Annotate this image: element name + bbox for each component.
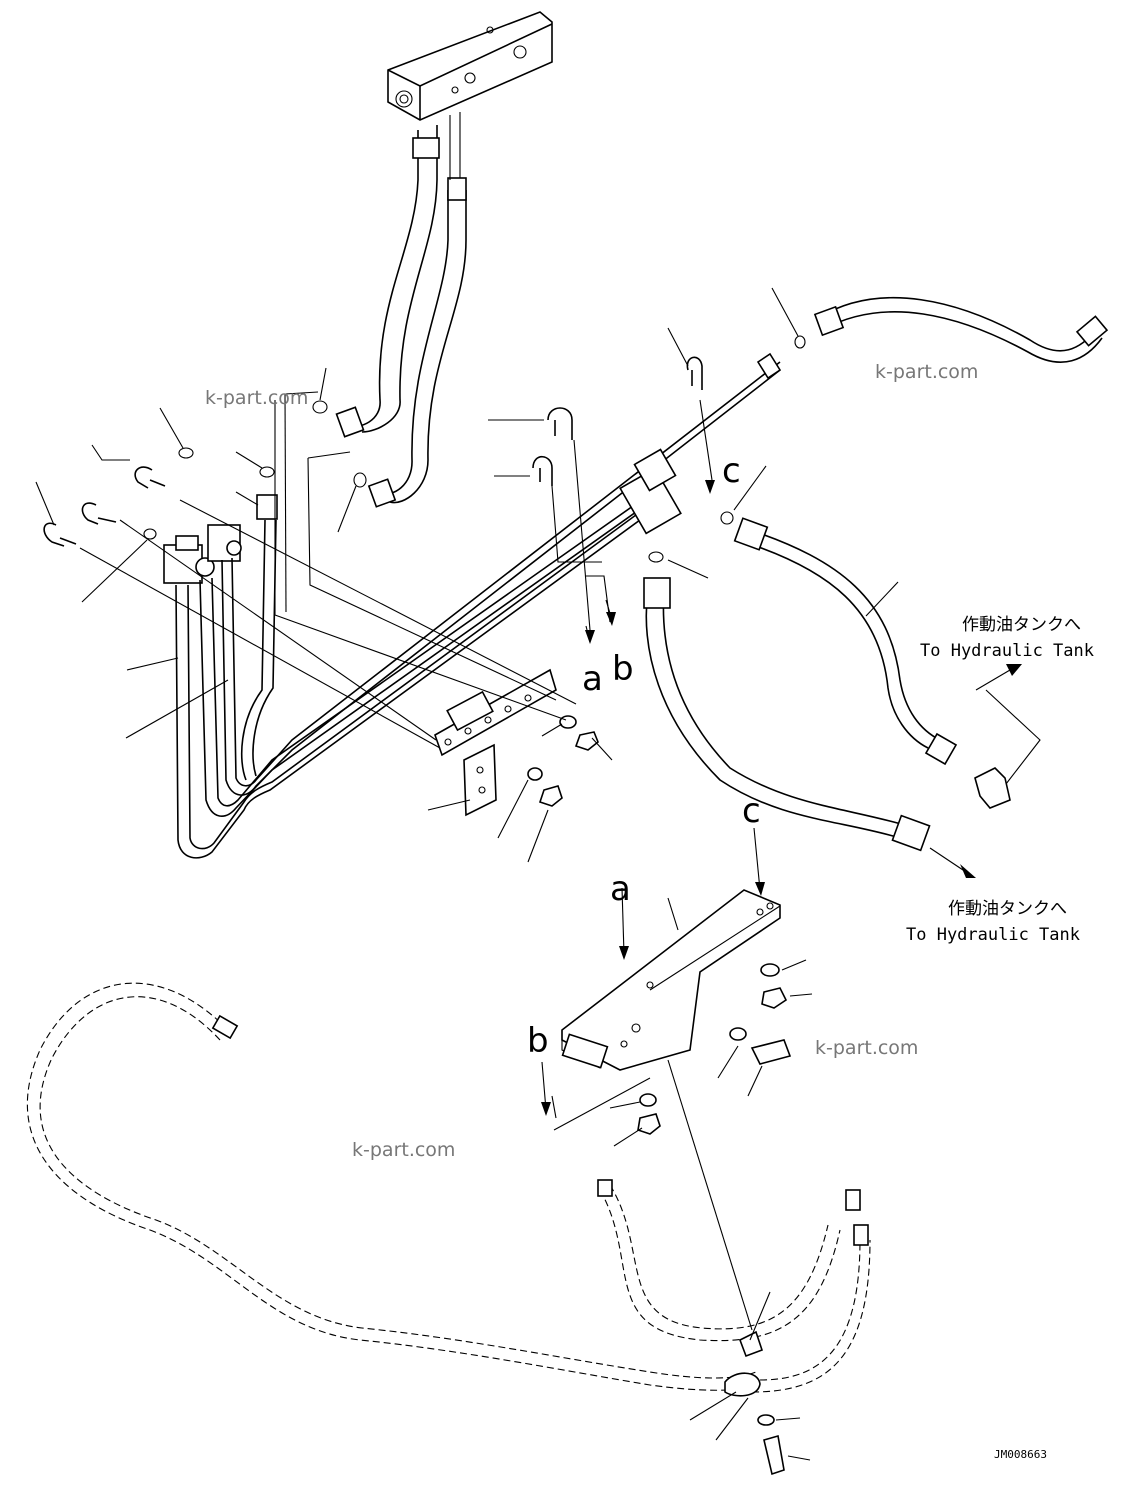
destination-jp: 作動油タンクへ (962, 615, 1081, 635)
destination-label-upper: 作動油タンクへ To Hydraulic Tank (920, 615, 1094, 661)
destination-en: To Hydraulic Tank (920, 641, 1094, 661)
return-hose-lower (643, 577, 931, 852)
ref-letter-a: a (582, 659, 603, 699)
fasteners (527, 715, 792, 1476)
ref-letter-a: a (610, 869, 631, 909)
manifold-block (387, 11, 553, 121)
watermark: k-part.com (352, 1139, 455, 1161)
watermark-group: k-part.com k-part.com k-part.com k-part.… (205, 361, 978, 1161)
pipe-bracket-lower (561, 889, 781, 1071)
ref-letter-c: c (742, 791, 761, 831)
destination-en: To Hydraulic Tank (906, 925, 1080, 945)
watermark: k-part.com (815, 1037, 918, 1059)
steel-pipes (175, 352, 782, 859)
manifold-hoses (335, 112, 467, 508)
dashed-hoses-right (597, 1179, 871, 1397)
ref-letter-b: b (527, 1021, 549, 1061)
return-hose-upper (813, 296, 1109, 363)
ref-letter-b: b (612, 649, 634, 689)
ref-letter-c: c (722, 451, 741, 491)
watermark: k-part.com (875, 361, 978, 383)
valve-blocks (163, 494, 278, 584)
leader-lines (35, 287, 1041, 1461)
destination-jp: 作動油タンクへ (948, 899, 1067, 919)
o-ring-seals (143, 335, 806, 563)
elbow-fittings (43, 356, 703, 547)
dashed-hose-loop (26, 982, 761, 1391)
watermark: k-part.com (205, 387, 308, 409)
return-hose-middle (733, 517, 1011, 809)
drawing-code: JM008663 (994, 1448, 1047, 1461)
destination-label-lower: 作動油タンクへ To Hydraulic Tank (906, 899, 1080, 945)
reference-arrows (541, 479, 1022, 1116)
reference-letter-group: a b c a b c (527, 451, 761, 1061)
